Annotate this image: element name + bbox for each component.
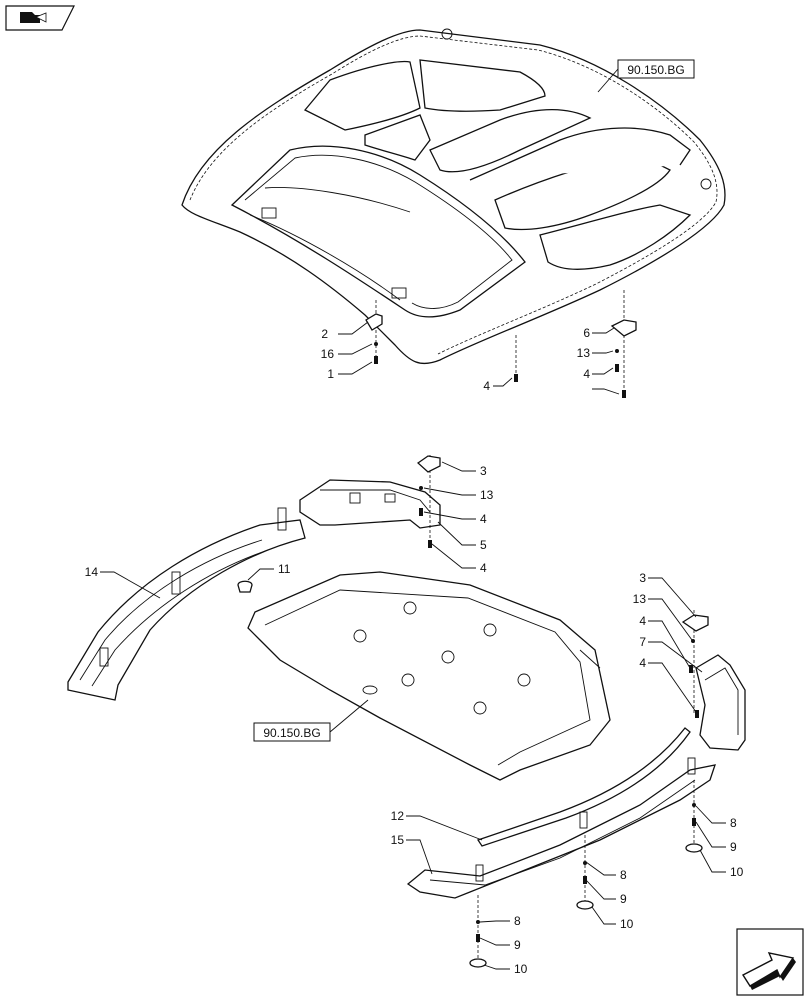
callout-6: 6 xyxy=(583,326,590,340)
callout-10: 10 xyxy=(514,962,528,976)
callout-3: 3 xyxy=(480,464,487,478)
callout-8: 8 xyxy=(730,816,737,830)
callout-9: 9 xyxy=(730,840,737,854)
callout-labels: 2 16 1 4 6 13 4 4 3 13 4 5 4 14 11 3 13 … xyxy=(85,326,744,976)
callout-9: 9 xyxy=(620,892,627,906)
callout-4: 4 xyxy=(583,367,590,381)
side-bracket xyxy=(681,610,746,751)
callout-10: 10 xyxy=(730,865,744,879)
callout-13: 13 xyxy=(480,488,494,502)
ref-label-floor: 90.150.BG xyxy=(263,726,320,740)
fastener-stack-left xyxy=(365,300,383,364)
callout-12: 12 xyxy=(391,809,405,823)
callout-2: 2 xyxy=(321,327,328,341)
callout-13: 13 xyxy=(633,592,647,606)
prev-page-icon[interactable] xyxy=(5,5,75,31)
ref-box-top[interactable]: 90.150.BG xyxy=(617,59,695,79)
callout-4: 4 xyxy=(639,656,646,670)
callout-11: 11 xyxy=(278,562,291,576)
callout-15: 15 xyxy=(391,833,405,847)
callout-leaders xyxy=(100,321,726,970)
roof-headliner xyxy=(181,28,726,365)
callout-16: 16 xyxy=(321,347,335,361)
callout-13: 13 xyxy=(577,346,591,360)
rear-trim-rail xyxy=(67,507,306,701)
callout-4: 4 xyxy=(639,614,646,628)
callout-7: 7 xyxy=(639,635,646,649)
callout-4: 4 xyxy=(480,512,487,526)
callout-8: 8 xyxy=(620,868,627,882)
callout-8: 8 xyxy=(514,914,521,928)
callout-9: 9 xyxy=(514,938,521,952)
callout-5: 5 xyxy=(480,538,487,552)
ref-box-floor[interactable]: 90.150.BG xyxy=(253,722,331,742)
fastener-stack-right xyxy=(610,290,637,398)
front-bracket xyxy=(299,455,441,548)
callout-3: 3 xyxy=(639,571,646,585)
callout-14: 14 xyxy=(85,565,99,579)
next-page-icon[interactable] xyxy=(736,928,804,996)
callout-10: 10 xyxy=(620,917,634,931)
seal-strip xyxy=(476,727,691,847)
callout-1: 1 xyxy=(327,367,334,381)
callout-4: 4 xyxy=(483,379,490,393)
front-trim-rail xyxy=(406,757,716,968)
screw-center xyxy=(514,335,518,382)
roof-base-plate xyxy=(247,571,611,781)
callout-4: 4 xyxy=(480,561,487,575)
ref-label-top: 90.150.BG xyxy=(627,63,684,77)
